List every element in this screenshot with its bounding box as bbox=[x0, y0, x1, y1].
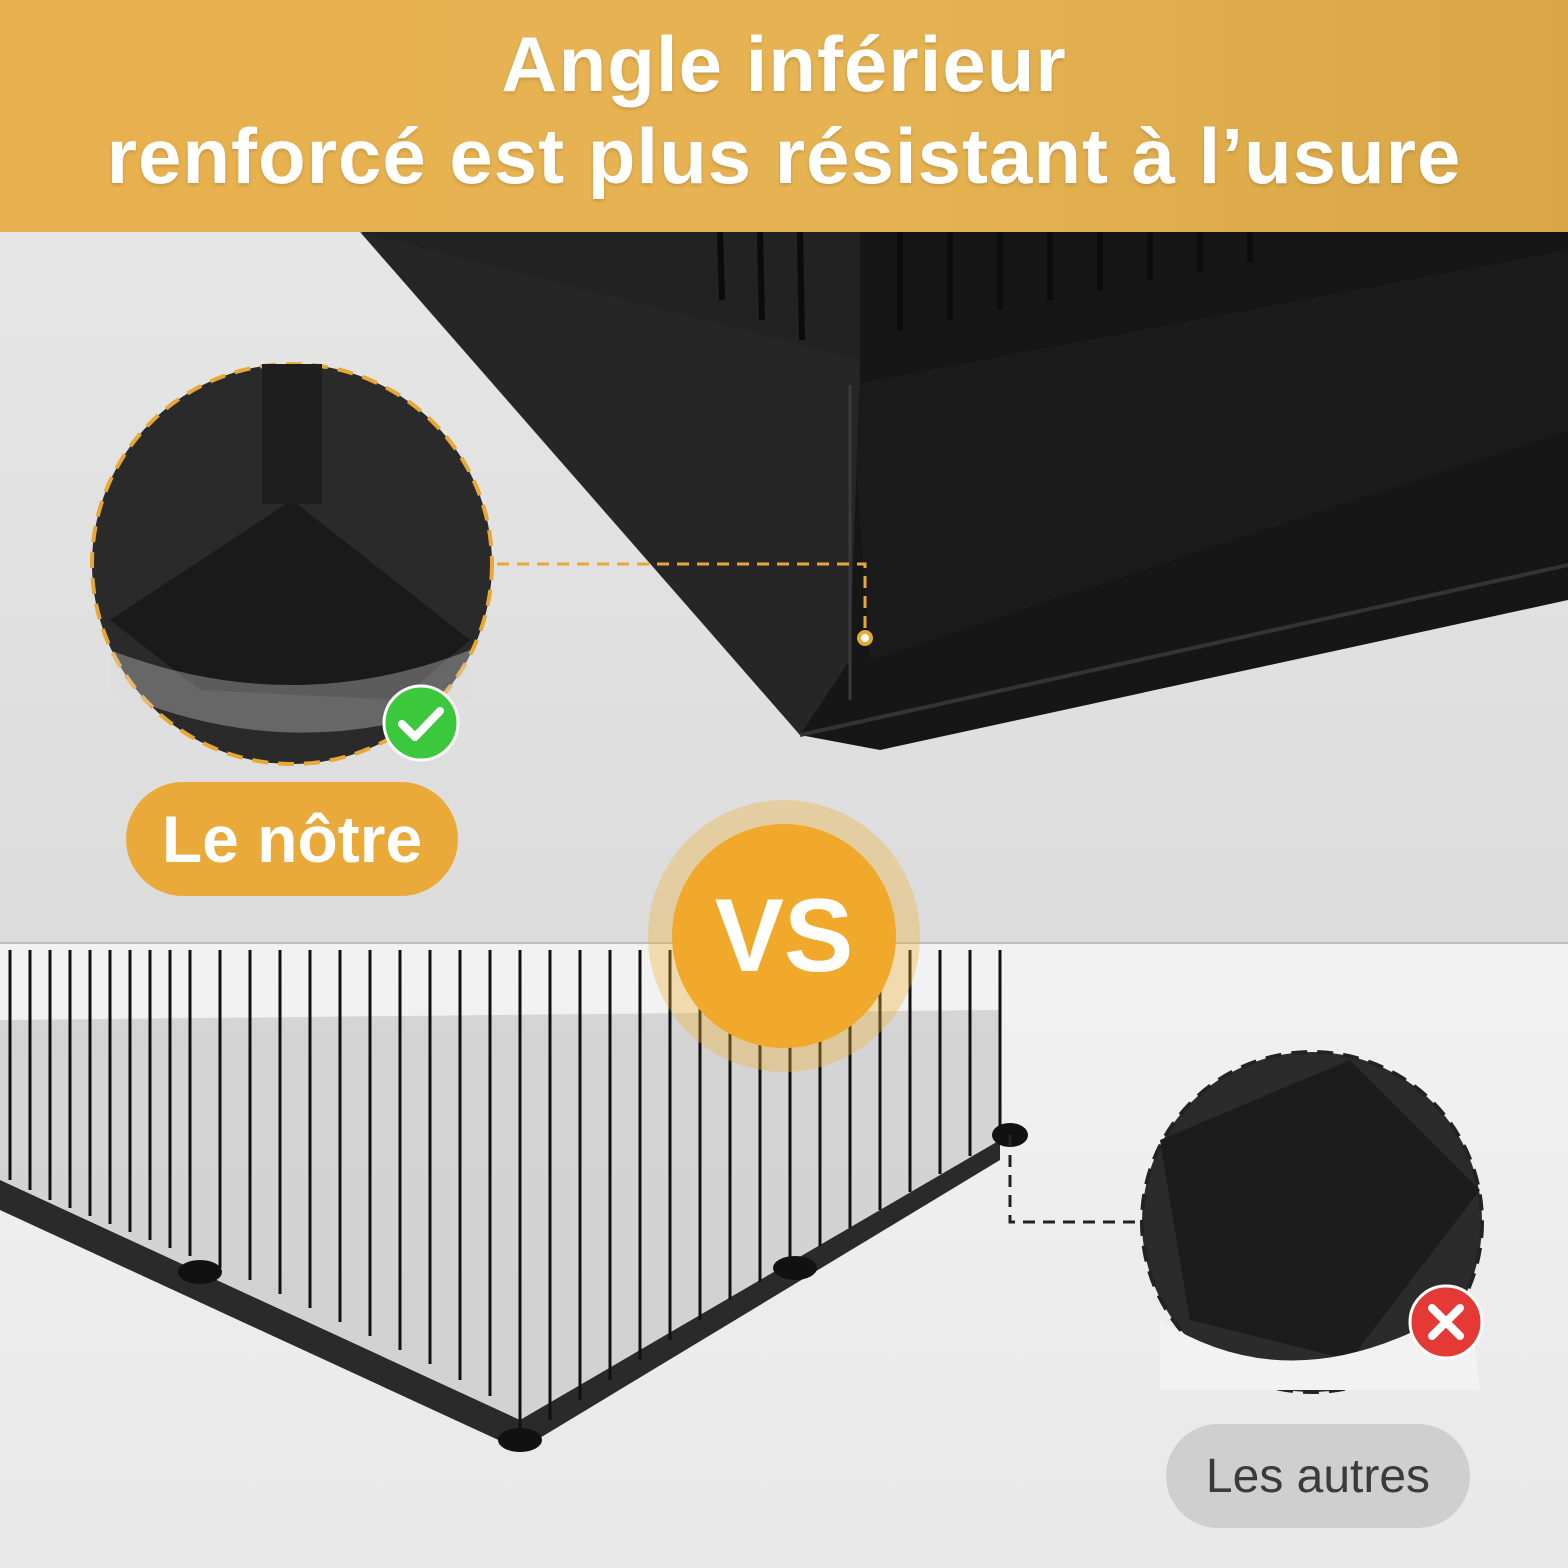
black-cage-illustration bbox=[90, 232, 1568, 766]
vs-badge: VS bbox=[672, 824, 896, 1048]
headline-line-1: Angle inférieur bbox=[501, 20, 1067, 108]
ours-badge: Le nôtre bbox=[126, 782, 458, 896]
cross-circle-icon bbox=[1408, 1284, 1484, 1360]
wire-pen-illustration bbox=[0, 942, 1568, 1452]
reinforced-corner-photo bbox=[0, 232, 1568, 942]
check-circle-icon bbox=[382, 684, 460, 762]
headline-line-2: renforcé est plus résistant à l’usure bbox=[106, 112, 1462, 200]
headline-banner bbox=[0, 0, 1568, 232]
others-badge: Les autres bbox=[1166, 1424, 1470, 1528]
headline-title: Angle inférieur renforcé est plus résist… bbox=[0, 18, 1568, 202]
